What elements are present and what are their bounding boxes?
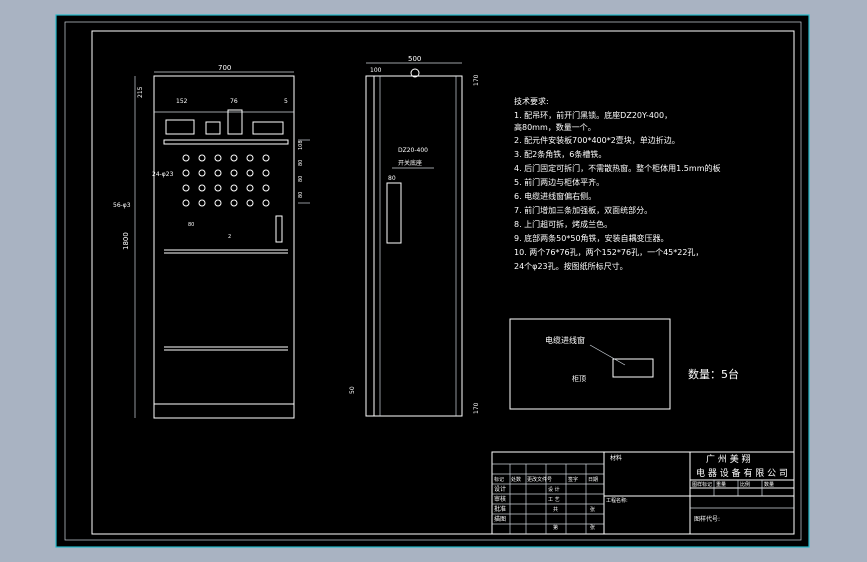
hdr-cell: 签字 bbox=[568, 476, 578, 483]
quantity-label: 数量：5台 bbox=[688, 367, 739, 381]
side-model-label: DZ20-400 bbox=[398, 147, 428, 154]
right-header: 比例 bbox=[740, 481, 750, 488]
side-depth-dim: 500 bbox=[408, 55, 421, 63]
outer-frame bbox=[64, 21, 802, 541]
hdr-cell: 更改文件号 bbox=[527, 476, 552, 483]
cabinet-label: 柜顶 bbox=[572, 374, 586, 383]
side-dim-3: 80 bbox=[298, 176, 304, 182]
hdr-cell: 日期 bbox=[588, 477, 598, 483]
dim-76: 76 bbox=[230, 98, 238, 105]
mark-2: 2 bbox=[228, 234, 231, 240]
side-80-label: 80 bbox=[388, 175, 396, 182]
tech-item: 2. 配元件安装板700*400*2壹块，单边折边。 bbox=[514, 135, 680, 145]
detail-box: 电缆进线窗 柜顶 数量：5台 bbox=[509, 318, 739, 410]
inner-frame bbox=[91, 30, 795, 535]
hdr-cell: 标记 bbox=[494, 476, 504, 483]
tech-item: 4. 后门固定可拆门，不需散热窗。整个柜体用1.5mm的板 bbox=[514, 163, 720, 173]
tech-item: 7. 前门增加三条加强板，双面统部分。 bbox=[514, 205, 652, 215]
company-line2: 电 器 设 备 有 限 公 司 bbox=[696, 467, 788, 479]
company-line1: 广 州 美 翔 bbox=[706, 453, 751, 465]
hdr-cell: 处数 bbox=[511, 476, 521, 483]
window-label: 电缆进线窗 bbox=[545, 335, 585, 345]
side-right-top: 170 bbox=[473, 74, 480, 86]
tech-item: 5. 前门两边与柜体平齐。 bbox=[514, 177, 604, 187]
mid-label: 第 bbox=[553, 524, 558, 531]
row-label: 批准 bbox=[494, 505, 506, 513]
side-dim-1: 108 bbox=[298, 140, 304, 150]
dim-152: 152 bbox=[176, 98, 188, 105]
right-header: 重量 bbox=[716, 481, 726, 488]
tech-item: 24个φ23孔。按图纸所标尺寸。 bbox=[514, 261, 628, 271]
front-top-dim: 215 bbox=[137, 86, 144, 98]
front-width-dim: 700 bbox=[218, 64, 231, 72]
side-right-bottom: 170 bbox=[473, 402, 480, 414]
front-height-dim: 1800 bbox=[122, 232, 130, 250]
tech-item: 10. 两个76*76孔，两个152*76孔，一个45*22孔， bbox=[514, 248, 703, 257]
right-header: 数量 bbox=[764, 481, 774, 488]
hole-label: 24-φ23 bbox=[152, 171, 174, 178]
tech-item: 高80mm，数量一个。 bbox=[514, 122, 596, 132]
bottom-hole-label: 56-φ3 bbox=[113, 202, 131, 209]
tech-item: 8. 上门趄可拆，烤成兰色。 bbox=[514, 219, 612, 229]
mark-80: 80 bbox=[188, 222, 194, 228]
tech-item: 9. 底部两条50*50角铁，安装自耦变压器。 bbox=[514, 233, 669, 243]
material-label: 材料 bbox=[610, 454, 622, 462]
tech-title: 技术要求: bbox=[514, 96, 549, 106]
side-dim-2: 80 bbox=[298, 160, 304, 166]
right-header: 图样标记 bbox=[692, 481, 712, 488]
title-block: 材料 广 州 美 翔 电 器 设 备 有 限 公 司 标记 处数 更改文件号 签… bbox=[491, 451, 795, 535]
side-top-offset: 100 bbox=[370, 67, 382, 74]
mid-label: 工 艺 bbox=[548, 497, 560, 503]
side-bottom-dim: 50 bbox=[349, 386, 356, 394]
mid-label: 设 计 bbox=[548, 486, 560, 493]
row-label: 设计 bbox=[494, 485, 506, 493]
side-dim-4: 80 bbox=[298, 192, 304, 198]
dim-5: 5 bbox=[284, 98, 288, 105]
mid-label: 张 bbox=[590, 524, 595, 531]
drawing-sheet bbox=[55, 14, 810, 548]
row-label: 审核 bbox=[494, 495, 506, 503]
front-view: 700 1800 215 152 76 5 24-φ23 56-φ3 108 8… bbox=[113, 64, 310, 419]
row-label: 描图 bbox=[494, 515, 506, 523]
mid-label: 张 bbox=[590, 506, 595, 513]
tech-item: 3. 配2条角铁，6条槽铁。 bbox=[514, 149, 606, 159]
tech-requirements: 技术要求: 1. 配吊环，前开门黑锁。底座DZ20Y-400， 高80mm，数量… bbox=[514, 96, 720, 271]
sheet-label: 图样代号: bbox=[694, 515, 720, 523]
hole-grid bbox=[182, 154, 270, 207]
tech-item: 6. 电缆进线窗偏右侧。 bbox=[514, 191, 596, 201]
side-part-label: 开关底座 bbox=[398, 159, 422, 167]
tech-item: 1. 配吊环，前开门黑锁。底座DZ20Y-400， bbox=[514, 110, 672, 120]
side-view: 500 100 170 170 50 DZ20-400 开关底座 80 bbox=[349, 55, 480, 417]
project-label: 工程名称: bbox=[606, 497, 628, 504]
mid-label: 共 bbox=[553, 506, 558, 513]
